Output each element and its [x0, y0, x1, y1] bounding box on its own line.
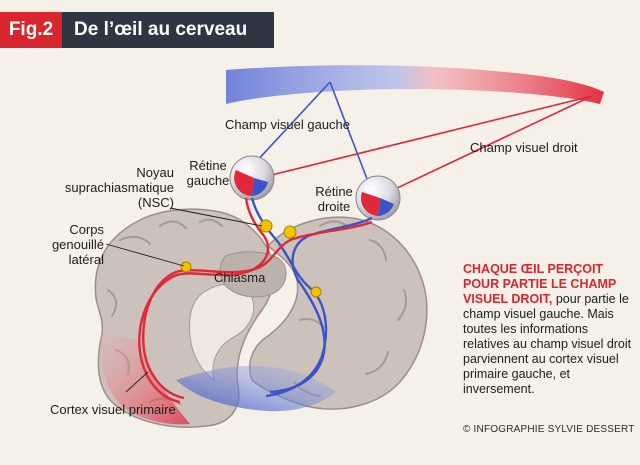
- label-right-visual-field: Champ visuel droit: [470, 140, 578, 155]
- visual-field-band: [226, 65, 604, 104]
- label-lgn: Corps genouillé latéral: [51, 222, 104, 267]
- left-eye: [229, 155, 275, 201]
- right-field-ray-1: [242, 95, 593, 183]
- lgn-left: [180, 261, 192, 273]
- lgn-right: [310, 286, 322, 298]
- label-left-visual-field: Champ visuel gauche: [225, 117, 351, 132]
- nsc-leader: [169, 207, 263, 227]
- right-eye: [355, 175, 401, 221]
- note-body: pour partie le champ visuel gauche. Mais…: [463, 292, 632, 396]
- figure-number-badge: Fig.2: [0, 12, 62, 48]
- label-left-retina: Rétine gauche: [186, 158, 230, 188]
- right-field-ray-2: [375, 95, 593, 199]
- cortex-leader: [125, 371, 149, 393]
- right-visual-cortex: [176, 365, 336, 412]
- chiasma-region: [219, 251, 287, 298]
- left-optic-nerve-red: [138, 197, 270, 404]
- figure-title: De l’œil au cerveau: [62, 12, 274, 48]
- note-highlight: CHAQUE ŒIL PERÇOIT POUR PARTIE LE CHAMP …: [463, 262, 617, 306]
- explanation-note: CHAQUE ŒIL PERÇOIT POUR PARTIE LE CHAMP …: [463, 262, 633, 397]
- right-optic-nerve-red: [142, 220, 373, 400]
- label-cortex: Cortex visuel primaire: [50, 402, 176, 417]
- label-nsc: Noyau suprachiasmatique (NSC): [64, 165, 174, 210]
- right-optic-nerve-blue: [269, 216, 373, 394]
- nsc-nucleus-right: [283, 225, 297, 239]
- lgn-leader: [105, 243, 185, 267]
- label-chiasma: Chiasma: [214, 270, 266, 285]
- left-field-ray-2: [329, 81, 373, 193]
- left-visual-cortex: [100, 334, 190, 425]
- label-right-retina: Rétine droite: [315, 184, 353, 214]
- image-credit: © INFOGRAPHIE SYLVIE DESSERT: [463, 424, 635, 435]
